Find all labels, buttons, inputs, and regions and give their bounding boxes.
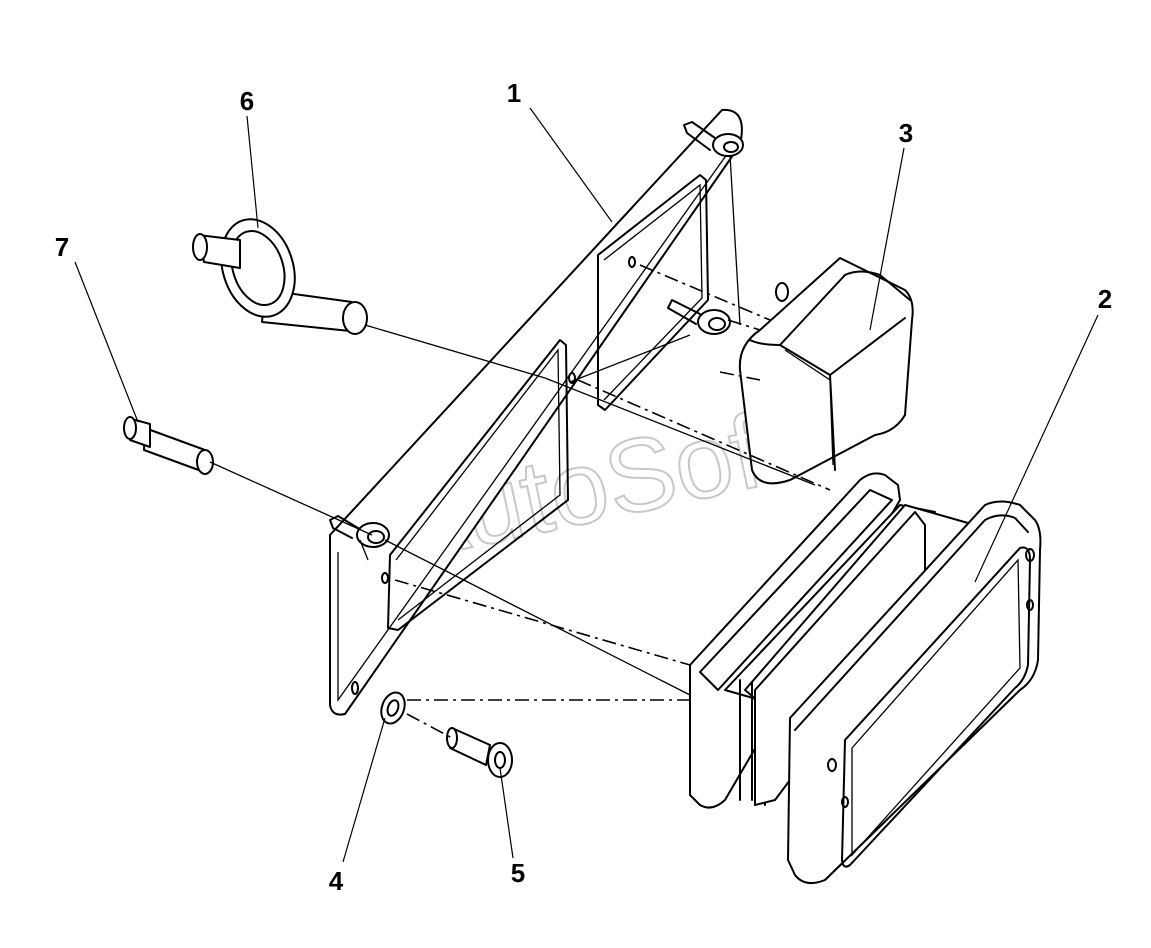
callout-4: 4 [329,866,344,896]
callout-2: 2 [1098,284,1112,314]
callout-labels: 1 2 3 4 5 6 7 [55,78,1112,896]
callout-7: 7 [55,232,69,262]
callout-6: 6 [240,86,254,116]
callout-5: 5 [511,858,525,888]
grommet-sleeve-part [192,218,368,335]
callout-1: 1 [507,78,521,108]
small-housing-part [738,257,914,485]
callout-3: 3 [899,118,913,148]
leader-lines [74,107,1099,863]
mounting-bracket-plate [329,108,744,716]
main-light-unit-part [689,472,1042,885]
assembly-lines [209,154,831,739]
washer-part [380,691,406,725]
bushing-part [123,416,214,475]
bolt-part [446,727,513,778]
